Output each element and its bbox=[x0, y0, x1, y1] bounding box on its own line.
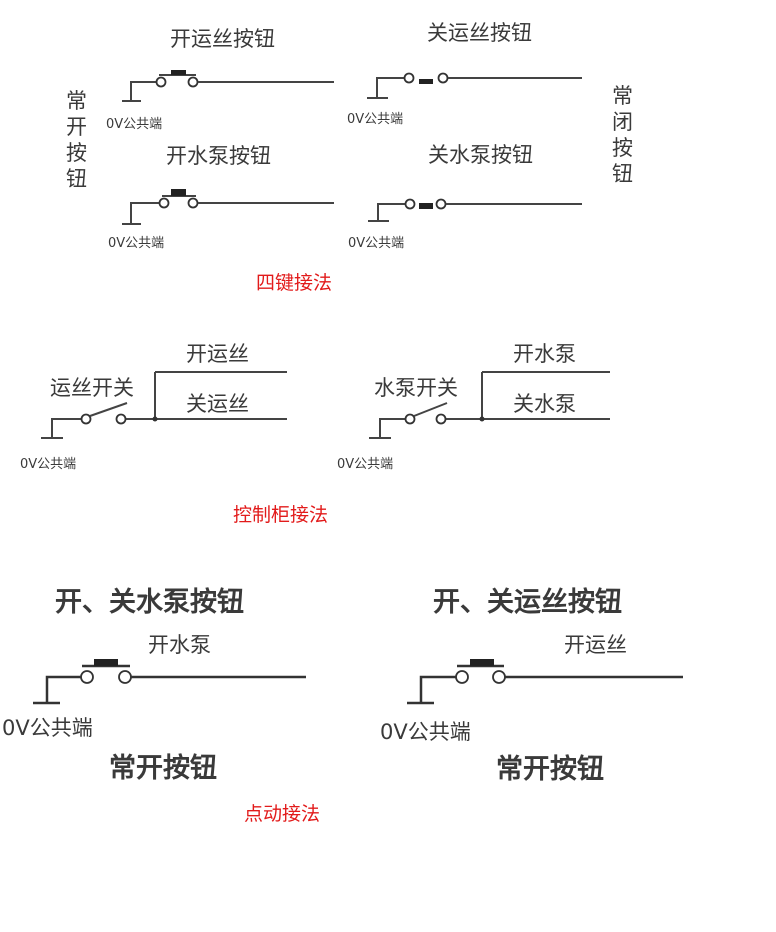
terminal bbox=[404, 413, 416, 425]
ground-wire bbox=[130, 81, 156, 101]
switch-cap bbox=[419, 203, 433, 209]
section-caption: 四键接法 bbox=[256, 272, 332, 294]
ground-wire bbox=[376, 77, 404, 98]
section-momentary: 开、关水泵按钮 开水泵 0V公共端 常开按钮 开、关运丝按钮 开运丝 0V公共端… bbox=[2, 586, 683, 825]
normally-open-vertical-label: 常 开 按 钮 bbox=[66, 89, 87, 191]
switch-lever bbox=[89, 402, 128, 417]
terminal bbox=[187, 76, 199, 88]
ground-wire bbox=[377, 203, 405, 221]
terminal bbox=[155, 76, 167, 88]
terminal bbox=[435, 198, 447, 210]
close-pump-button-circuit: 关水泵按钮 0V公共端 bbox=[348, 143, 582, 251]
section-caption: 控制柜接法 bbox=[233, 504, 328, 526]
vertical-char: 闭 bbox=[612, 110, 633, 134]
pump-close-label: 关水泵 bbox=[513, 392, 576, 416]
open-spin-label: 开运丝 bbox=[564, 633, 627, 657]
terminal bbox=[437, 72, 449, 84]
switch-cap bbox=[171, 70, 186, 75]
pump-open-label: 开水泵 bbox=[513, 342, 576, 366]
close-spin-button-label: 关运丝按钮 bbox=[427, 21, 532, 45]
spin-close-label: 关运丝 bbox=[186, 392, 249, 416]
switch-cap bbox=[94, 659, 118, 666]
terminal bbox=[187, 197, 199, 209]
vertical-char: 钮 bbox=[612, 162, 633, 186]
vertical-char: 钮 bbox=[66, 167, 87, 191]
ground-label: 0V公共端 bbox=[337, 457, 393, 472]
open-pump-label: 开水泵 bbox=[148, 633, 211, 657]
button-type-label: 常开按钮 bbox=[109, 752, 217, 784]
terminal bbox=[435, 413, 447, 425]
vertical-char: 按 bbox=[612, 136, 633, 160]
ground-label: 0V公共端 bbox=[348, 236, 404, 251]
open-pump-button-circuit: 开水泵按钮 0V公共端 bbox=[108, 144, 334, 251]
vertical-char: 按 bbox=[66, 141, 87, 165]
junction-dot bbox=[479, 416, 485, 422]
vertical-char: 常 bbox=[612, 84, 633, 108]
ground-label: 0V公共端 bbox=[20, 457, 76, 472]
section-caption: 点动接法 bbox=[244, 803, 320, 825]
terminal bbox=[404, 198, 416, 210]
spin-momentary-circuit: 开、关运丝按钮 开运丝 0V公共端 常开按钮 bbox=[380, 586, 683, 785]
button-type-label: 常开按钮 bbox=[496, 753, 604, 785]
ground-label: 0V公共端 bbox=[2, 716, 93, 740]
section-control-cabinet: 开运丝 运丝开关 关运丝 0V公共端 开水泵 水泵开关 关水泵 bbox=[20, 342, 610, 526]
terminal bbox=[158, 197, 170, 209]
open-spin-button-circuit: 开运丝按钮 0V公共端 bbox=[106, 27, 334, 132]
terminal bbox=[492, 670, 506, 684]
switch-cap bbox=[419, 79, 433, 84]
spin-button-title: 开、关运丝按钮 bbox=[433, 586, 622, 618]
spin-switch-circuit: 开运丝 运丝开关 关运丝 0V公共端 bbox=[20, 342, 287, 472]
ground-wire bbox=[419, 675, 456, 703]
pump-momentary-circuit: 开、关水泵按钮 开水泵 0V公共端 常开按钮 bbox=[2, 586, 306, 784]
switch-cap bbox=[171, 189, 186, 196]
ground-wire bbox=[379, 418, 405, 438]
open-pump-button-label: 开水泵按钮 bbox=[166, 144, 271, 168]
open-spin-button-label: 开运丝按钮 bbox=[170, 27, 275, 51]
section-four-button: 常 开 按 钮 常 闭 按 钮 开运丝按钮 0V公共端 关运丝按钮 bbox=[66, 21, 633, 294]
close-pump-button-label: 关水泵按钮 bbox=[428, 143, 533, 167]
pump-switch-circuit: 开水泵 水泵开关 关水泵 0V公共端 bbox=[337, 342, 610, 472]
terminal bbox=[80, 413, 92, 425]
pump-switch-label: 水泵开关 bbox=[374, 376, 458, 400]
ground-label: 0V公共端 bbox=[106, 117, 162, 132]
normally-closed-vertical-label: 常 闭 按 钮 bbox=[612, 84, 633, 186]
ground-wire bbox=[130, 202, 159, 224]
ground-wire bbox=[51, 418, 81, 438]
switch-cap bbox=[470, 659, 494, 666]
switch-lever bbox=[413, 402, 448, 417]
ground-label: 0V公共端 bbox=[347, 112, 403, 127]
terminal bbox=[115, 413, 127, 425]
terminal bbox=[80, 670, 94, 684]
vertical-char: 常 bbox=[66, 89, 87, 113]
ground-label: 0V公共端 bbox=[108, 236, 164, 251]
vertical-char: 开 bbox=[66, 115, 87, 139]
close-spin-button-circuit: 关运丝按钮 0V公共端 bbox=[347, 21, 582, 127]
terminal bbox=[403, 72, 415, 84]
junction-dot bbox=[152, 416, 158, 422]
spin-open-label: 开运丝 bbox=[186, 342, 249, 366]
spin-switch-label: 运丝开关 bbox=[50, 376, 134, 400]
pump-button-title: 开、关水泵按钮 bbox=[55, 586, 244, 618]
terminal bbox=[118, 670, 132, 684]
ground-wire bbox=[45, 675, 81, 703]
terminal bbox=[455, 670, 469, 684]
ground-label: 0V公共端 bbox=[380, 720, 471, 744]
